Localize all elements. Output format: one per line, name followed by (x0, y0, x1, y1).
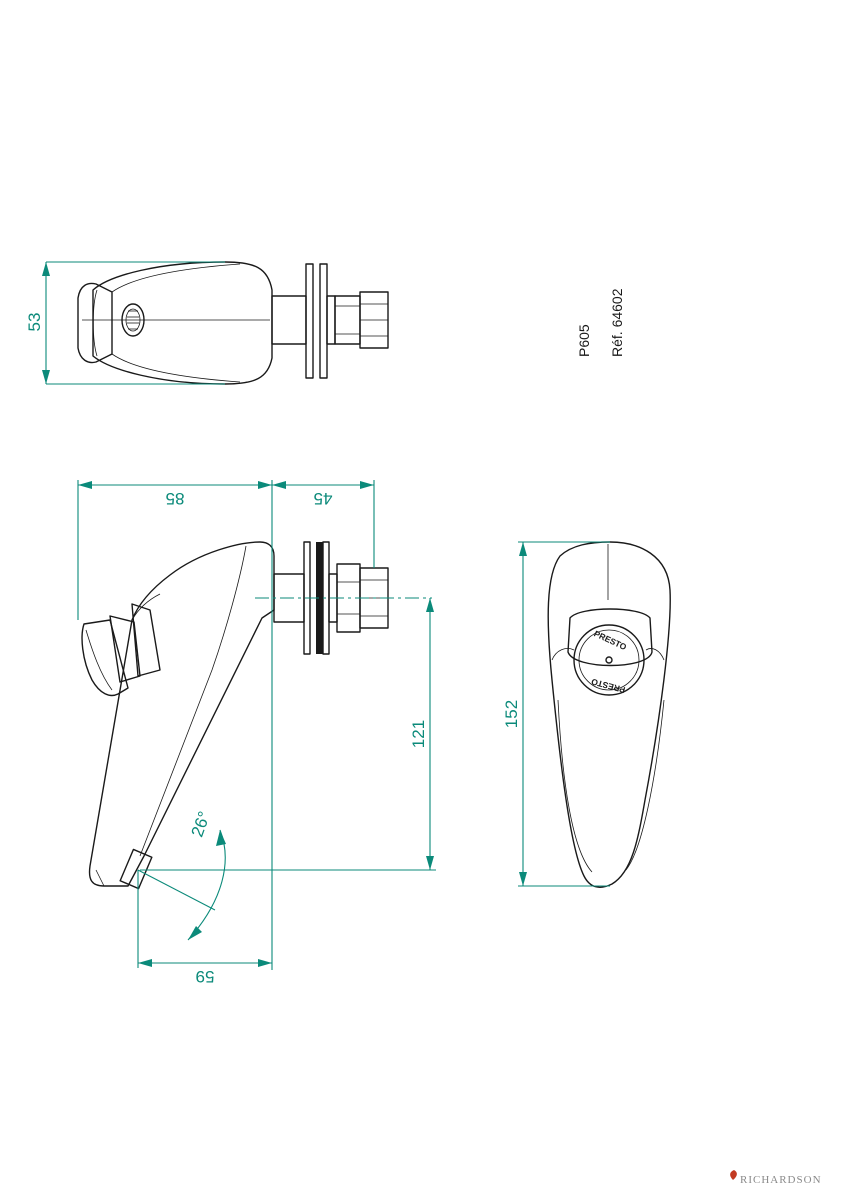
product-model: P605 (576, 324, 592, 357)
button-label-top: PRESTO (592, 628, 628, 652)
brand-name: RICHARDSON (740, 1174, 822, 1186)
richardson-leaf-icon (730, 1170, 737, 1180)
product-reference: Réf. 64602 (609, 288, 625, 357)
product-label: P605 Réf. 64602 (576, 288, 625, 357)
front-view: PRESTO PRESTO 152 (502, 541, 671, 888)
dimension-front-height: 152 (502, 700, 521, 728)
brand-logo: RICHARDSON (730, 1170, 821, 1186)
dimension-thread-length: 45 (314, 489, 333, 508)
dimension-angle: 26° (188, 809, 215, 840)
dimension-top-width: 53 (25, 313, 44, 332)
dimension-spout-length: 85 (166, 489, 185, 508)
side-view: 85 45 121 26° 59 (77, 480, 436, 986)
top-view: 53 (25, 261, 389, 385)
dimension-base-length: 59 (196, 967, 215, 986)
dimension-height: 121 (409, 720, 428, 748)
